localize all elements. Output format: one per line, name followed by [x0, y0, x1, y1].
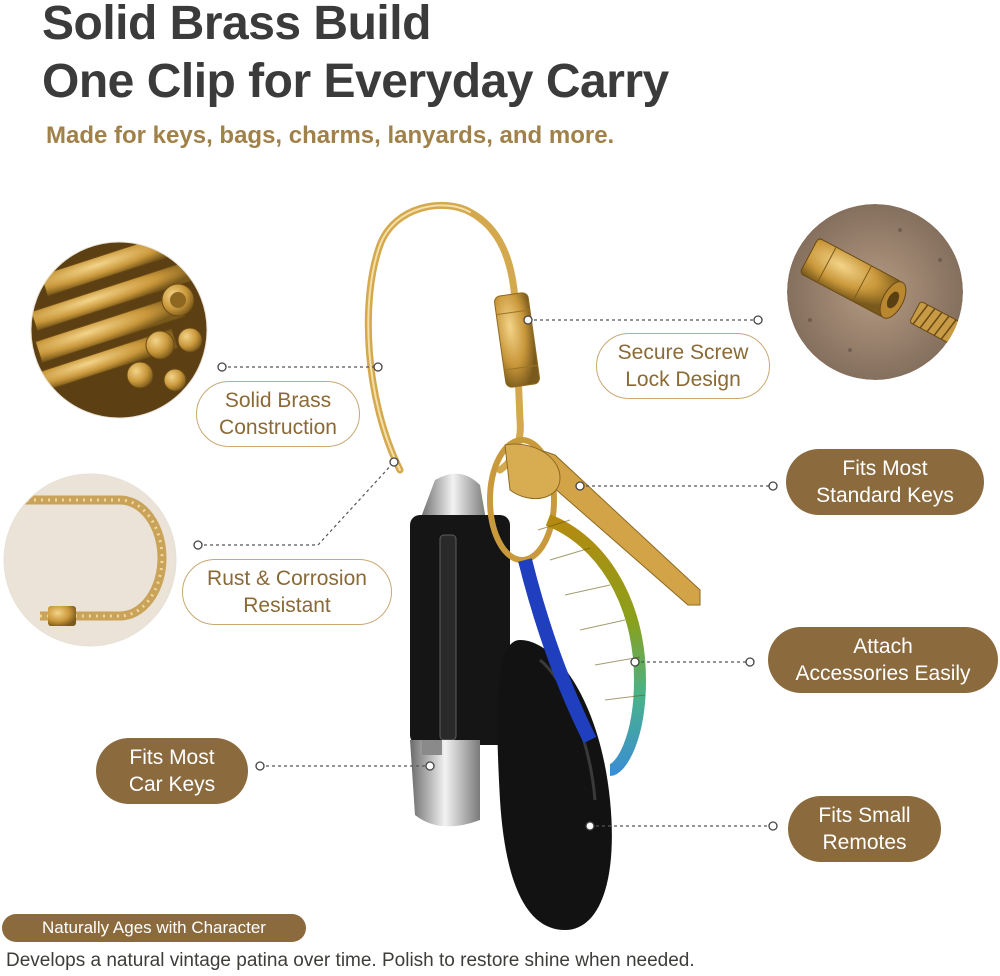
brass-rods-photo — [31, 242, 207, 418]
screw-lock-photo — [787, 204, 963, 380]
brass-clip — [364, 201, 540, 474]
subheadline: Made for keys, bags, charms, lanyards, a… — [46, 122, 615, 149]
callout-remotes-label: Fits Small Remotes — [818, 804, 911, 854]
coil-lanyard — [518, 514, 647, 776]
callout-car-keys-label: Fits Most Car Keys — [128, 746, 216, 796]
callout-solid-brass: Solid Brass Construction — [196, 381, 360, 447]
callout-solid-brass-label: Solid Brass Construction — [219, 389, 337, 439]
callout-accessories-label: Attach Accessories Easily — [795, 635, 971, 685]
callout-rust-resistant-label: Rust & Corrosion Resistant — [207, 567, 367, 617]
wire-closeup-photo — [4, 474, 176, 646]
headline-line-1: Solid Brass Build — [42, 0, 431, 50]
callout-screw-lock-label: Secure Screw Lock Design — [617, 341, 749, 391]
footnote: Develops a natural vintage patina over t… — [6, 950, 695, 971]
callout-standard-keys: Fits Most Standard Keys — [786, 449, 984, 515]
callout-remotes: Fits Small Remotes — [788, 796, 941, 862]
leader-lines — [198, 319, 773, 827]
remote-fob — [497, 640, 612, 930]
callout-rust-resistant: Rust & Corrosion Resistant — [182, 559, 392, 625]
callout-standard-keys-label: Fits Most Standard Keys — [816, 457, 954, 507]
brass-key — [487, 437, 701, 606]
car-key — [410, 473, 510, 827]
headline-line-2: One Clip for Everyday Carry — [42, 55, 669, 108]
callout-accessories: Attach Accessories Easily — [768, 627, 998, 693]
callout-car-keys: Fits Most Car Keys — [96, 738, 248, 804]
callout-screw-lock: Secure Screw Lock Design — [596, 333, 770, 399]
leader-dots — [193, 315, 778, 831]
patina-badge: Naturally Ages with Character — [2, 914, 306, 942]
